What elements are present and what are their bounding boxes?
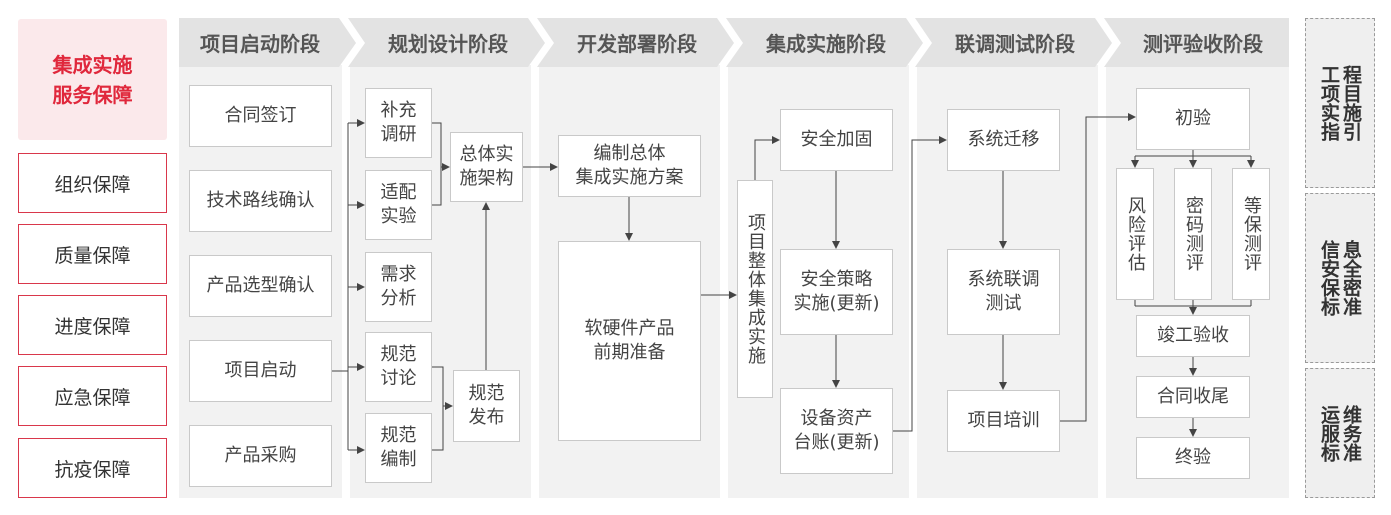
node-adaptation-experiment: 适配实验 [365,170,432,240]
phase-label-2: 规划设计阶段 [388,32,508,56]
phase-label-6: 测评验收阶段 [1143,32,1263,56]
ref-security-standards: 信安保标息全密准 [1305,193,1375,363]
phase-header-bar: 项目启动阶段 规划设计阶段 开发部署阶段 集成实施阶段 联调测试阶段 测评验收阶… [179,18,1289,67]
node-product-selection: 产品选型确认 [189,255,332,317]
node-crypto-assessment: 密码测评 [1174,168,1212,300]
guarantee-item-emergency: 应急保障 [18,366,167,426]
phase-chevron-3 [537,18,734,67]
title-line-2: 服务保障 [52,82,133,107]
node-risk-assessment: 风险评估 [1116,168,1154,300]
phase-label-5: 联调测试阶段 [955,32,1075,56]
node-contract-signing: 合同签订 [189,85,332,147]
node-supplementary-research: 补充调研 [365,88,432,158]
guarantee-item-epidemic: 抗疫保障 [18,438,167,498]
node-implementation-plan: 编制总体集成实施方案 [558,135,701,197]
service-guarantee-title: 集成实施 服务保障 [18,19,167,140]
node-project-training: 项目培训 [947,390,1060,452]
guarantee-item-organization: 组织保障 [18,153,167,213]
node-project-kickoff: 项目启动 [189,340,332,402]
node-tech-route: 技术路线确认 [189,170,332,232]
guarantee-item-schedule: 进度保障 [18,295,167,355]
node-joint-testing: 系统联调测试 [947,249,1060,335]
node-product-procurement: 产品采购 [189,425,332,487]
node-final-acceptance: 终验 [1136,437,1250,479]
phase-chevron-4 [726,18,923,67]
phase-chevron-5 [915,18,1112,67]
phase-label-1: 项目启动阶段 [200,32,320,56]
node-spec-drafting: 规范编制 [365,413,432,483]
ref-engineering-guide: 工项实指程目施引 [1305,18,1375,188]
node-security-hardening: 安全加固 [780,109,893,171]
phase-label-3: 开发部署阶段 [577,32,697,56]
node-system-migration: 系统迁移 [947,109,1060,171]
node-completion-acceptance: 竣工验收 [1136,315,1250,357]
title-line-1: 集成实施 [52,52,133,77]
node-dengbao-assessment: 等保测评 [1232,168,1270,300]
phase-chevron-6 [1104,18,1289,67]
guarantee-item-quality: 质量保障 [18,224,167,284]
node-initial-acceptance: 初验 [1136,88,1250,150]
node-overall-architecture: 总体实施架构 [450,132,523,202]
node-spec-discussion: 规范讨论 [365,332,432,402]
node-overall-integration: 项目整体集成实施 [737,180,773,398]
phase-chevron-1 [179,18,356,67]
node-spec-release: 规范发布 [453,370,520,442]
phase-label-4: 集成实施阶段 [765,32,886,56]
node-contract-closeout: 合同收尾 [1136,376,1250,418]
ref-ops-standards: 运服标维务准 [1305,368,1375,498]
phase-chevron-2 [348,18,545,67]
node-requirement-analysis: 需求分析 [365,252,432,322]
node-security-policy: 安全策略实施(更新) [780,249,893,335]
node-hardware-software-prep: 软硬件产品前期准备 [558,241,701,441]
node-asset-ledger: 设备资产台账(更新) [780,388,893,474]
